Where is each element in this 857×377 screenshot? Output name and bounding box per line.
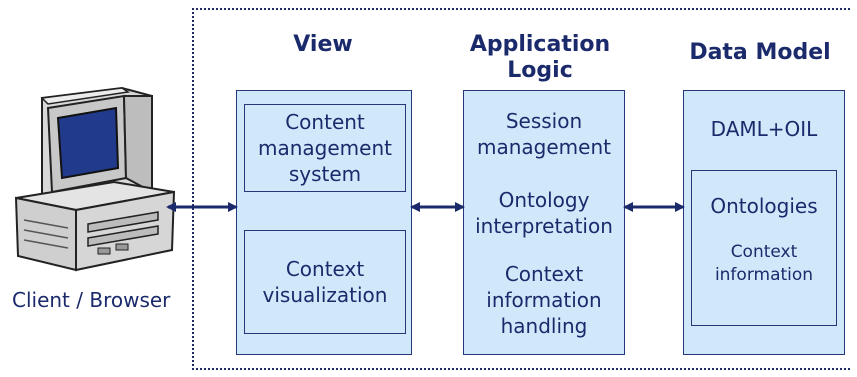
application-logic-title: Application Logic [469,32,611,83]
system-boundary [192,8,850,370]
data-model-title: Data Model [689,40,831,65]
context-information-label: Context information [714,242,814,285]
desktop-computer-icon [14,86,176,272]
context-handling-label: Context information handling [486,262,602,338]
content-management-box: Content management system [244,104,406,192]
data-model-box [683,90,845,355]
view-title: View [293,32,353,57]
client-browser-label: Client / Browser [12,288,171,312]
ontology-interpretation-label: Ontology interpretation [475,188,613,238]
context-visualization-box: Context visualization [244,230,406,334]
session-management-label: Session management [477,109,611,159]
ontologies-box: Ontologies Context information [691,170,837,326]
content-management-label: Content management system [258,110,392,186]
application-logic-box [463,90,625,355]
daml-oil-label: DAML+OIL [710,117,818,141]
ontologies-label: Ontologies [710,194,818,218]
context-visualization-label: Context visualization [262,257,388,307]
view-box [236,90,412,355]
